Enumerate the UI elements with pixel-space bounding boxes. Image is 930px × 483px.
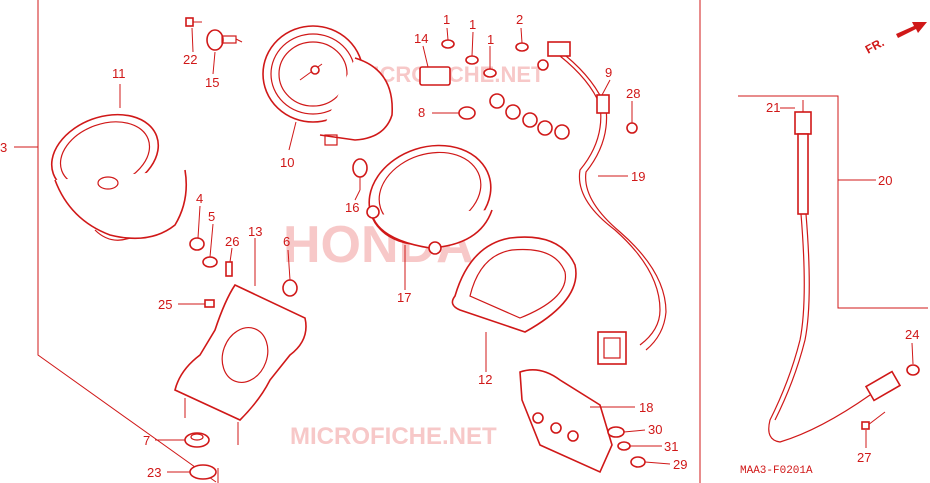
leader-lines (119, 27, 914, 473)
screw-part-22 (185, 17, 202, 27)
callout-5: 5 (208, 209, 215, 224)
callout-27: 27 (857, 450, 871, 465)
cushion-part-23 (189, 464, 217, 480)
callout-17: 17 (397, 290, 411, 305)
cushion-part-7 (184, 432, 210, 448)
callout-1a: 1 (443, 12, 450, 27)
speedometer-cable-part-20 (768, 111, 902, 443)
wire-harness-part-19 (537, 41, 667, 365)
callout-13: 13 (248, 224, 262, 239)
callout-15: 15 (205, 75, 219, 90)
callout-1c: 1 (487, 32, 494, 47)
callout-6: 6 (283, 234, 290, 249)
small-parts-4-5-26-6 (189, 237, 298, 297)
washers-parts-30-31-29 (607, 426, 646, 468)
screw-part-28 (626, 122, 638, 134)
callout-30: 30 (648, 422, 662, 437)
callout-25: 25 (158, 297, 172, 312)
callout-11: 11 (112, 66, 126, 81)
bulb-socket-part-16 (352, 158, 368, 190)
callout-1b: 1 (469, 17, 476, 32)
front-direction-arrow: FR. (863, 22, 927, 57)
callout-9: 9 (605, 65, 612, 80)
callout-2: 2 (516, 12, 523, 27)
meter-bracket-part-13 (174, 283, 307, 445)
callout-23: 23 (147, 465, 161, 480)
callout-3: 3 (0, 140, 7, 155)
callout-26: 26 (225, 234, 239, 249)
clip-part-9 (596, 94, 610, 114)
callout-31: 31 (664, 439, 678, 454)
callout-16: 16 (345, 200, 359, 215)
callout-20: 20 (878, 173, 892, 188)
callout-14: 14 (414, 31, 428, 46)
o-ring-part-24 (906, 364, 920, 376)
meter-ring-part-17 (366, 144, 493, 255)
gasket-part-12 (451, 236, 577, 333)
callout-12: 12 (478, 372, 492, 387)
trip-knob-part-15 (206, 29, 243, 51)
bolt-part-25 (204, 299, 215, 308)
callout-22: 22 (183, 52, 197, 67)
front-direction-label: FR. (863, 35, 887, 56)
connector-part-14 (419, 66, 451, 86)
grommet-part-8 (458, 106, 476, 120)
callout-29: 29 (673, 457, 687, 472)
callout-4: 4 (196, 191, 203, 206)
screw-part-27 (861, 411, 886, 430)
indicator-bulbs (489, 93, 570, 140)
meter-case-part-11 (50, 113, 188, 241)
diagram-code: MAA3-F0201A (740, 465, 813, 477)
callout-28: 28 (626, 86, 640, 101)
watermark-bottom: MICROFICHE.NET (290, 423, 497, 450)
callout-10: 10 (280, 155, 294, 170)
callout-19: 19 (631, 169, 645, 184)
callout-numbers: 11 3 22 15 10 1 1 1 2 14 8 9 28 19 16 17… (0, 12, 919, 480)
callout-8: 8 (418, 105, 425, 120)
clip-part-2 (515, 42, 529, 52)
callout-24: 24 (905, 327, 919, 342)
callout-7: 7 (143, 433, 150, 448)
callout-18: 18 (639, 400, 653, 415)
speedometer-part-10 (262, 25, 393, 146)
callout-21: 21 (766, 100, 780, 115)
bracket-part-18 (519, 369, 613, 474)
